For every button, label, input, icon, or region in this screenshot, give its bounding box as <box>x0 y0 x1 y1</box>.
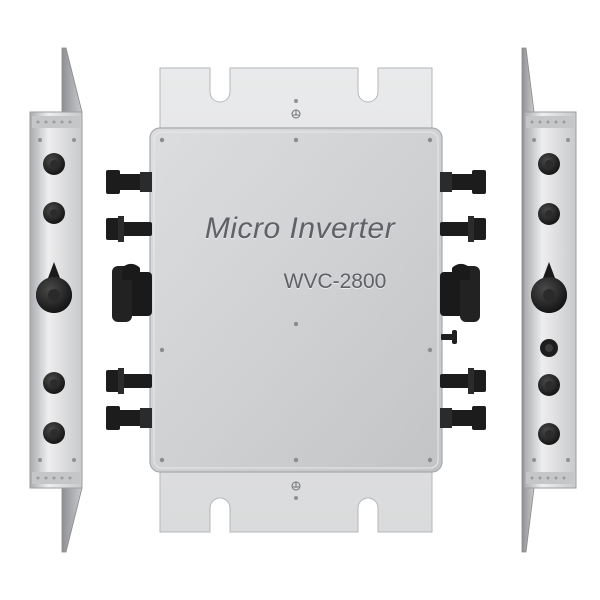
mc4-connector-icon <box>440 368 486 394</box>
mc4-connector-icon <box>106 368 152 394</box>
vent-holes <box>36 120 72 480</box>
mc4-connector-icon <box>440 216 486 242</box>
vent-strip <box>32 472 80 484</box>
screw-icon <box>294 496 298 500</box>
mc4-connector-icon <box>106 170 152 194</box>
front-view <box>106 67 486 533</box>
antenna-icon <box>441 330 457 344</box>
ac-connector-icon <box>35 262 72 313</box>
right-side-view <box>521 47 577 553</box>
dc-connector-icon <box>43 422 65 444</box>
ac-connector-icon <box>531 262 567 313</box>
dc-connector-icon <box>43 202 65 224</box>
mc4-connector-icon <box>106 406 152 430</box>
housing-highlight <box>153 131 439 469</box>
dc-connector-icon <box>538 203 560 225</box>
dc-connector-icon <box>538 374 560 396</box>
screw-icon <box>294 99 298 103</box>
model-number: WVC-2800 <box>283 270 387 293</box>
mc4-connector-icon <box>440 406 486 430</box>
product-title: Micro Inverter <box>204 212 396 245</box>
dc-connector-icon <box>538 423 560 445</box>
ground-symbol-icon <box>291 481 301 491</box>
left-side-view <box>29 47 83 553</box>
ac-connector-icon <box>112 263 152 322</box>
ground-symbol-icon <box>291 109 301 119</box>
vent-strip <box>32 116 80 128</box>
vent-holes <box>530 120 566 480</box>
vent-strip <box>526 116 574 128</box>
screw-icon <box>159 137 433 463</box>
vent-strip <box>526 472 574 484</box>
inverter-housing <box>149 127 443 473</box>
dc-connector-icon <box>43 372 65 394</box>
mc4-connector-icon <box>440 170 486 194</box>
antenna-port-icon <box>540 339 558 357</box>
mc4-connector-icon <box>106 216 152 242</box>
screw-icon <box>38 138 76 462</box>
screw-icon <box>532 138 570 462</box>
dc-connector-icon <box>538 153 560 175</box>
ac-connector-icon <box>440 263 480 322</box>
dc-connector-icon <box>43 153 65 175</box>
